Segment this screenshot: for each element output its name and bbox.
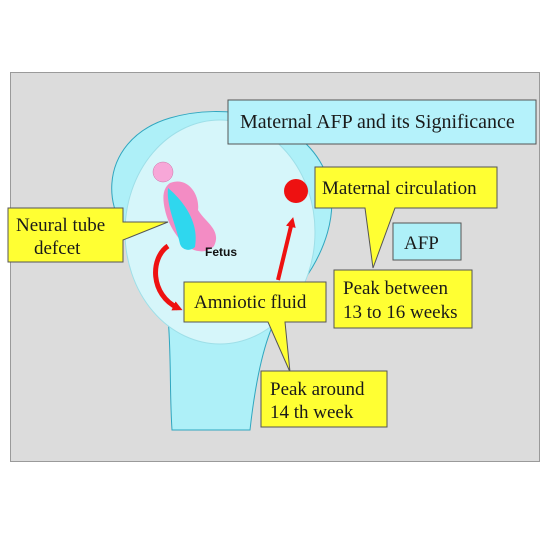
maternal-circulation-callout bbox=[314, 166, 498, 269]
amniotic-to-maternal-arrow bbox=[276, 217, 296, 281]
title-box bbox=[227, 99, 537, 145]
fetus-head bbox=[152, 161, 174, 183]
neural-tube-line1: Neural tube bbox=[16, 215, 105, 236]
peak-between-line2: 13 to 16 weeks bbox=[343, 302, 458, 323]
peak-around-line2: 14 th week bbox=[270, 402, 354, 423]
neural-tube-line2: defcet bbox=[34, 238, 81, 259]
afp-label: AFP bbox=[404, 233, 439, 254]
fetus-figure bbox=[152, 161, 217, 252]
afp-box bbox=[392, 222, 462, 261]
fetus-limb bbox=[167, 188, 196, 250]
amniotic-fluid-label: Amniotic fluid bbox=[194, 292, 307, 313]
maternal-circulation-dot bbox=[284, 179, 308, 203]
maternal-circulation-label: Maternal circulation bbox=[322, 178, 477, 199]
peak-around-line1: Peak around bbox=[270, 379, 365, 400]
neural-tube-callout bbox=[7, 207, 169, 263]
peak-around-callout bbox=[260, 370, 388, 428]
fetus-to-amniotic-arrow bbox=[153, 243, 183, 311]
amniotic-fluid-callout bbox=[183, 281, 327, 373]
peak-between-callout bbox=[333, 269, 473, 329]
peak-between-line1: Peak between bbox=[343, 278, 448, 299]
fetus-label: Fetus bbox=[205, 245, 237, 259]
title-text: Maternal AFP and its Significance bbox=[240, 111, 515, 133]
